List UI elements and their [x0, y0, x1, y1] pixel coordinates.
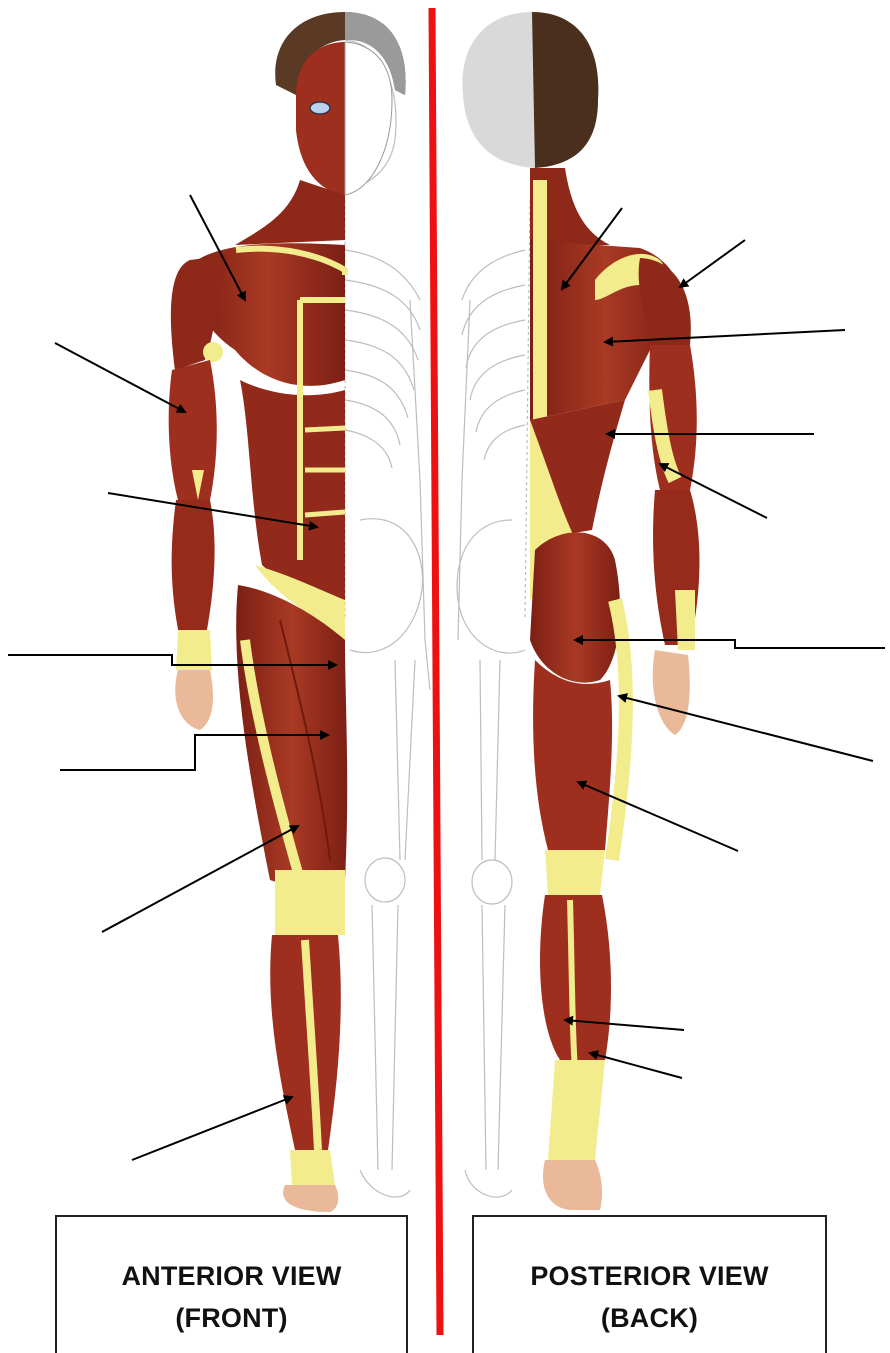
anterior-view-subtitle: (FRONT) [175, 1297, 287, 1339]
leader-tibialis [132, 1097, 292, 1160]
leader-it-band [619, 696, 873, 761]
posterior-thigh [533, 660, 612, 850]
anterior-skeleton [345, 40, 430, 1197]
anterior-hand [175, 670, 213, 730]
anterior-foot [283, 1185, 338, 1212]
leader-deltoid [680, 240, 745, 287]
anterior-view-box: ANTERIOR VIEW (FRONT) [55, 1215, 408, 1353]
anterior-figure [169, 12, 430, 1212]
posterior-foot [543, 1160, 602, 1210]
posterior-view-box: POSTERIOR VIEW (BACK) [472, 1215, 827, 1353]
posterior-view-subtitle: (BACK) [601, 1297, 698, 1339]
anterior-neck [235, 180, 345, 245]
posterior-achilles [548, 1060, 605, 1160]
leader-biceps [55, 343, 185, 412]
posterior-figure [457, 12, 699, 1210]
center-divider [432, 8, 440, 1335]
leader-quadriceps [102, 826, 298, 932]
posterior-view-title: POSTERIOR VIEW [530, 1255, 768, 1297]
posterior-gluteus [530, 532, 620, 682]
anterior-upper-arm [169, 360, 217, 500]
anterior-forearm [172, 500, 215, 640]
posterior-hand [653, 650, 690, 735]
posterior-skeleton [457, 200, 530, 1197]
anterior-face [296, 42, 345, 195]
anterior-view-title: ANTERIOR VIEW [121, 1255, 341, 1297]
